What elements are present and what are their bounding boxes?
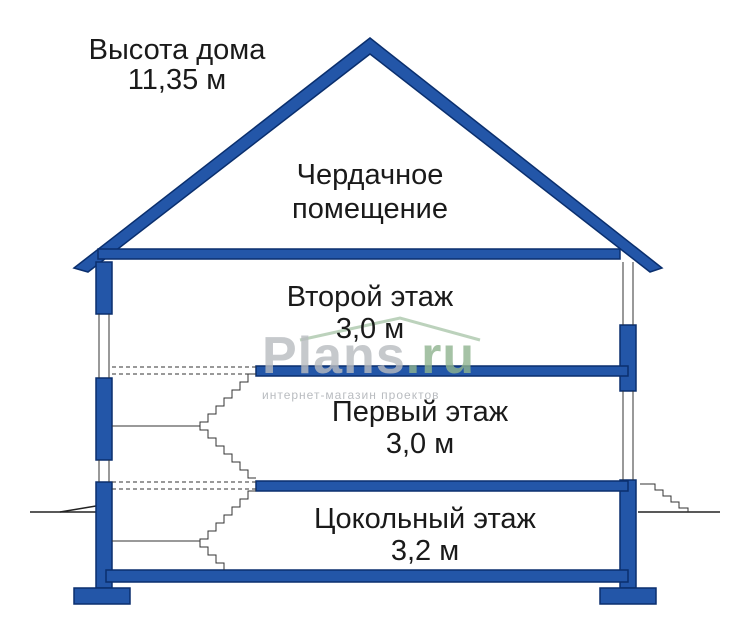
left-footing [73, 587, 131, 605]
right-window-frames [622, 262, 634, 480]
basement-floor-name: Цокольный этаж [314, 503, 536, 535]
exterior-steps [640, 483, 689, 512]
watermark-tagline: интернет-магазин проектов [262, 388, 440, 402]
roof [72, 37, 664, 273]
attic-label-line2: помещение [292, 193, 448, 225]
watermark-house-icon [299, 316, 481, 342]
right-footing [599, 587, 657, 605]
watermark-tld: .ru [405, 327, 476, 385]
stair-opening-dashes [112, 366, 256, 490]
attic-label-line1: Чердачное [296, 159, 444, 191]
second-floor-name: Второй этаж [286, 281, 454, 313]
basement-floor-height: 3,2 м [390, 535, 460, 567]
house-height-title: Высота дома [88, 34, 266, 66]
first-floor-height: 3,0 м [385, 428, 455, 460]
watermark-logo: Plans.ru [262, 326, 475, 386]
ground-line [30, 505, 720, 513]
attic-floor-slab [97, 248, 621, 260]
right-wall [619, 324, 637, 589]
left-window-frames [98, 314, 110, 482]
first-floor-slab [255, 480, 629, 492]
upper-stair [199, 373, 256, 479]
house-height-value: 11,35 м [127, 64, 227, 96]
basement-floor-slab [105, 569, 629, 583]
lower-stair [199, 490, 256, 570]
second-floor-slab [255, 365, 629, 377]
first-floor-name: Первый этаж [331, 396, 509, 428]
left-wall [95, 261, 113, 589]
second-floor-height: 3,0 м [335, 313, 405, 345]
watermark-brand: Plans [262, 327, 406, 385]
